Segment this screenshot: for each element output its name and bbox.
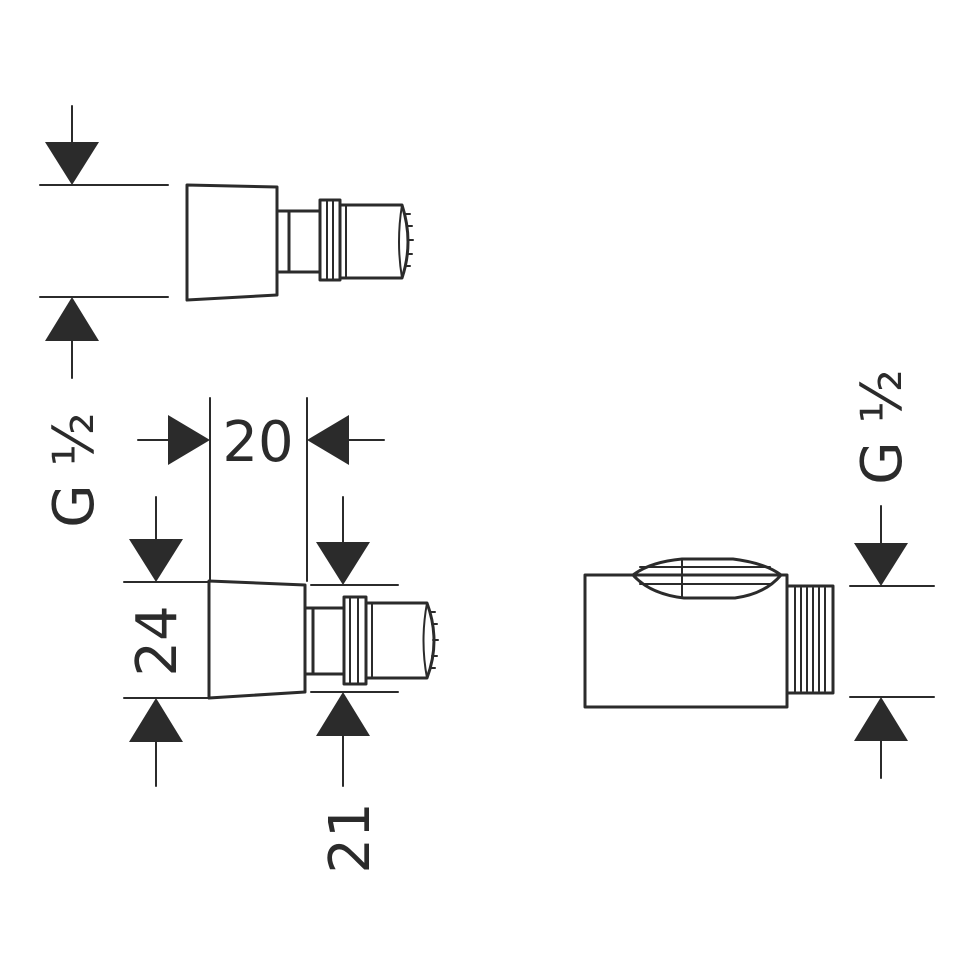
- arrow-up: [854, 697, 908, 741]
- thread-label-left: G ½: [42, 412, 107, 527]
- arrow-up: [316, 692, 370, 736]
- thread-outline: [785, 584, 835, 695]
- arrow-right: [168, 415, 210, 465]
- arrow-down: [316, 542, 370, 585]
- thread-label-right: G ½: [850, 369, 915, 484]
- side-view-fitting: [207, 579, 439, 700]
- length-dimension: 20: [137, 397, 385, 582]
- arrow-down: [45, 142, 99, 185]
- right-view-fitting: [583, 557, 835, 709]
- body-block: [583, 573, 789, 709]
- outer-height-label: 24: [125, 605, 190, 676]
- arrow-down: [854, 543, 908, 586]
- top-view-fitting: [185, 183, 414, 302]
- arrow-down: [129, 539, 183, 582]
- arrow-left: [307, 415, 349, 465]
- length-label: 20: [222, 410, 293, 475]
- top-view-thread-dimension: G ½: [39, 105, 169, 528]
- thread-lines: [794, 585, 826, 694]
- outer-height-dimension: 24: [123, 496, 209, 787]
- handle-detail: [632, 558, 782, 599]
- arrow-up: [129, 698, 183, 742]
- inner-height-label: 21: [318, 802, 383, 873]
- inner-height-dimension: 21: [310, 496, 399, 874]
- handle-cap: [631, 557, 783, 600]
- right-view-thread-dimension: G ½: [849, 369, 935, 779]
- arrow-up: [45, 297, 99, 341]
